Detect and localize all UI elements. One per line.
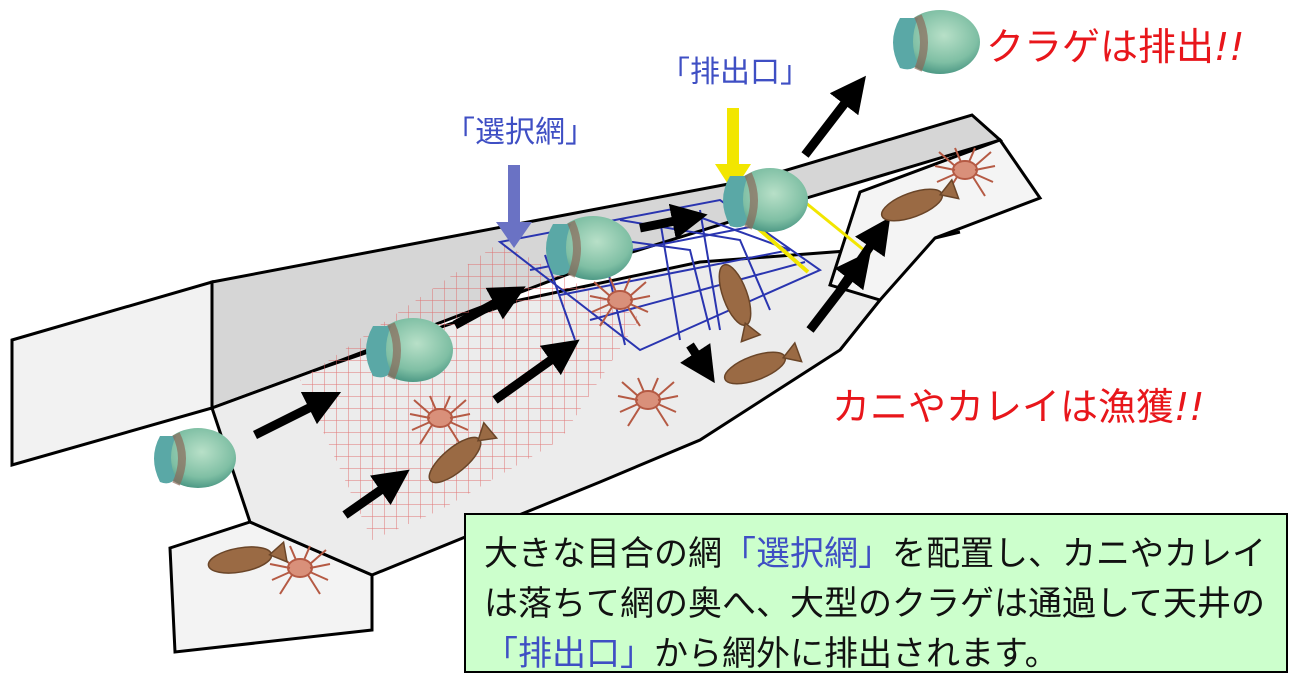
description-box: 大きな目合の網「選択網」を配置し、カニやカレイは落ちて網の奥へ、大型のクラゲは通… [464, 513, 1288, 673]
flatfish-icon [718, 263, 762, 343]
catch-retained-label: カニやカレイは漁獲!! [832, 388, 1204, 426]
jellyfish-icon [893, 10, 980, 74]
jellyfish-icon [154, 428, 236, 488]
jellyfish-flow-arrow [252, 391, 342, 440]
catch-retained-text: カニやカレイは漁獲 [832, 385, 1175, 429]
crab-icon [409, 395, 471, 445]
jellyfish-excluded-label: クラゲは排出!! [986, 28, 1244, 66]
crab-icon [934, 147, 996, 197]
flatfish-icon [428, 421, 499, 484]
jellyfish-flow-arrow [452, 286, 526, 329]
jellyfish-icon [366, 318, 453, 382]
crab-icon [617, 377, 679, 427]
catch-flow-arrow [680, 342, 715, 384]
flatfish-icon [880, 178, 960, 222]
catch-flow-arrow [492, 339, 580, 404]
catch-retained-exclaim: !! [1174, 385, 1205, 429]
jellyfish-excluded-exclaim: !! [1214, 25, 1245, 69]
jellyfish-flow-arrow [639, 203, 708, 240]
jellyfish-exit-arrow [801, 75, 866, 158]
movement-arrows [252, 75, 891, 519]
exit-opening-label: 「排出口」 [660, 55, 810, 90]
flatfish-icon [207, 540, 289, 574]
description-highlight-exit: 「排出口」 [484, 634, 654, 673]
fine-mesh-region [300, 242, 640, 540]
description-text: を配置し、カニやカレイは落ちて網の奥へ、大型のクラゲは通過して天井の [484, 534, 1266, 624]
crab-icon [269, 545, 331, 595]
catch-flow-arrow [342, 469, 410, 519]
catch-flow-arrow [836, 217, 891, 293]
description-text: から網外に排出されます。 [654, 634, 1059, 673]
description-text: 大きな目合の網 [484, 534, 722, 574]
selection-net-label: 「選択網」 [445, 115, 595, 150]
flatfish-icon [723, 341, 803, 385]
jellyfish-icon [723, 168, 808, 232]
crab-icon [589, 277, 651, 327]
selection-net-pointer-arrow [496, 165, 532, 248]
jellyfish-excluded-text: クラゲは排出 [986, 25, 1215, 69]
jellyfish-icon [546, 216, 633, 280]
description-highlight-selection-net: 「選択網」 [722, 534, 892, 574]
